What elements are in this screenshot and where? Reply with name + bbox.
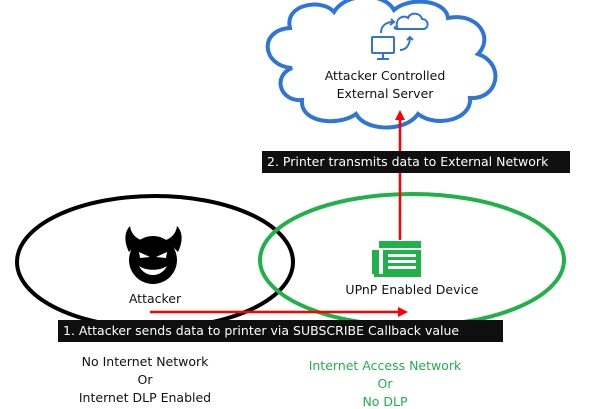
external-server-cloud <box>265 0 498 130</box>
device-label: UPnP Enabled Device <box>345 282 479 297</box>
left-network-label-line3: Internet DLP Enabled <box>78 390 212 405</box>
cloud-title-line1: Attacker Controlled <box>324 68 446 83</box>
attacker-label: Attacker <box>128 291 182 306</box>
step2-callout: 2. Printer transmits data to External Ne… <box>262 151 570 173</box>
right-network-label-line1: Internet Access Network <box>308 358 462 373</box>
step2-arrow <box>395 110 405 240</box>
right-network-label-line3: No DLP <box>362 394 408 409</box>
cloud-shape <box>265 0 498 130</box>
right-network-label-line2: Or <box>377 376 393 391</box>
left-network-label-line2: Or <box>137 372 153 387</box>
cloud-title-line2: External Server <box>336 86 434 101</box>
step1-callout: 1. Attacker sends data to printer via SU… <box>58 320 503 342</box>
devil-face-icon <box>125 226 182 284</box>
printer-icon <box>372 241 421 277</box>
left-network-label-line1: No Internet Network <box>81 354 209 369</box>
computer-cloud-sync-icon <box>371 12 429 60</box>
step1-arrow <box>150 307 408 317</box>
